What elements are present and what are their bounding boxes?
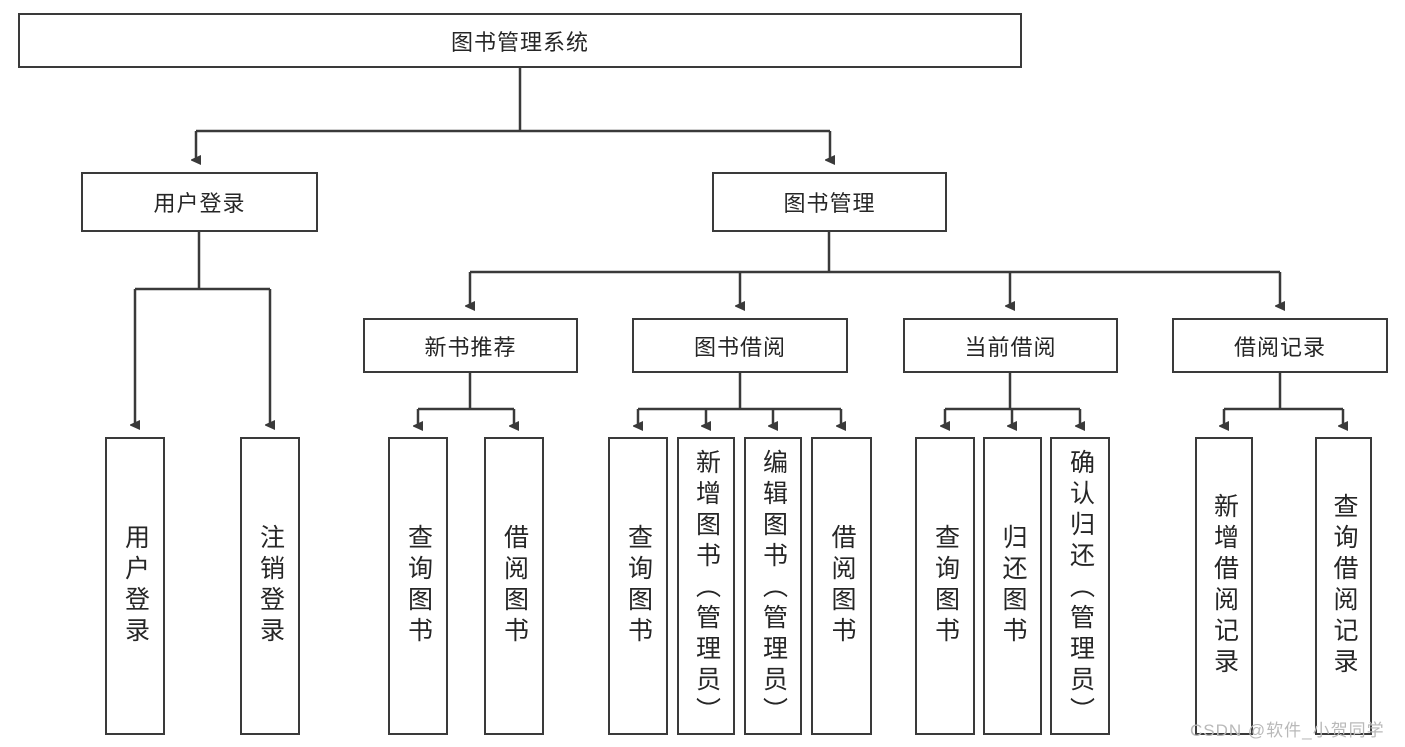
watermark: CSDN @软件_小贺同学 [1190,721,1385,740]
leaf-query-book-current[interactable]: 查询图书 [915,437,975,735]
leaf-query-book-recommend[interactable]: 查询图书 [388,437,448,735]
leaf-label: 用户登录 [121,524,150,648]
leaf-borrow-book[interactable]: 借阅图书 [811,437,872,735]
leaf-query-borrow-record[interactable]: 查询借阅记录 [1315,437,1372,735]
node-borrow-record-label: 借阅记录 [1233,334,1326,360]
node-new-book-recommend-label: 新书推荐 [424,334,517,360]
leaf-logout[interactable]: 注销登录 [240,437,300,735]
node-book-borrow-label: 图书借阅 [693,334,786,360]
leaf-label: 归还图书 [999,524,1027,648]
leaf-label: 查询图书 [931,524,960,648]
node-new-book-recommend[interactable]: 新书推荐 [363,318,578,373]
leaf-borrow-book-recommend[interactable]: 借阅图书 [484,437,544,735]
leaf-edit-book-admin[interactable]: 编辑图书（管理员） [744,437,802,735]
node-user-login[interactable]: 用户登录 [81,172,318,232]
leaf-label: 借阅图书 [500,524,529,648]
node-root[interactable]: 图书管理系统 [18,13,1022,68]
leaf-label: 查询图书 [624,524,653,648]
node-current-borrow[interactable]: 当前借阅 [903,318,1118,373]
node-book-management[interactable]: 图书管理 [712,172,947,232]
leaf-label: 编辑图书（管理员） [759,449,788,728]
leaf-add-borrow-record[interactable]: 新增借阅记录 [1195,437,1253,735]
leaf-add-book-admin[interactable]: 新增图书（管理员） [677,437,735,735]
leaf-label: 新增借阅记录 [1210,493,1239,679]
leaf-return-book[interactable]: 归还图书 [983,437,1042,735]
leaf-user-login[interactable]: 用户登录 [105,437,165,735]
leaf-label: 确认归还（管理员） [1066,449,1095,728]
node-root-label: 图书管理系统 [450,29,589,55]
leaf-label: 查询借阅记录 [1330,493,1358,679]
node-borrow-record[interactable]: 借阅记录 [1172,318,1388,373]
node-book-management-label: 图书管理 [783,191,876,216]
leaf-label: 借阅图书 [828,524,856,648]
leaf-query-book-borrow[interactable]: 查询图书 [608,437,668,735]
leaf-label: 查询图书 [404,524,433,648]
node-book-borrow[interactable]: 图书借阅 [632,318,848,373]
node-user-login-label: 用户登录 [153,191,246,216]
leaf-label: 新增图书（管理员） [692,449,721,728]
leaf-confirm-return-admin[interactable]: 确认归还（管理员） [1050,437,1110,735]
node-current-borrow-label: 当前借阅 [964,334,1057,360]
leaf-label: 注销登录 [256,524,285,648]
